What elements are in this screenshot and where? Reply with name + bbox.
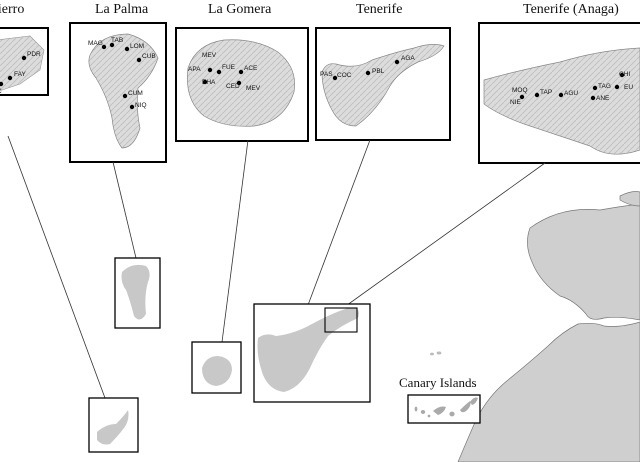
panel-title-lapalma: La Palma [95, 2, 149, 17]
site-dot [207, 67, 213, 73]
inset-lapalma [114, 257, 161, 329]
site-dot [238, 69, 244, 75]
site-label: ACE [244, 65, 258, 72]
inset-elhierro [88, 397, 139, 453]
site-label: AGU [564, 90, 578, 97]
panel-lagomera: MEV APA FUE ACE EHA CED MEV [175, 27, 309, 142]
site-label: PAS [320, 71, 333, 78]
overview-canary: Canary Islands [399, 375, 481, 424]
site-label: AGA [401, 55, 415, 62]
site-dot [394, 59, 400, 65]
site-label: FAY [14, 71, 26, 78]
site-label: LOM [130, 43, 144, 50]
site-label: EHA [202, 79, 216, 86]
inset-tenerife [253, 303, 371, 403]
site-label: COC [337, 72, 352, 79]
panel-title-elhierro: lierro [0, 2, 24, 17]
site-label: PBL [372, 68, 385, 75]
overview-label: Canary Islands [399, 375, 477, 390]
panel-title-tenerife: Tenerife [356, 2, 402, 17]
site-dot [216, 69, 222, 75]
tenerife-island-relief [321, 44, 445, 127]
panel-title-anaga: Tenerife (Anaga) [523, 2, 619, 17]
site-label: MEV [246, 85, 261, 92]
site-dot [619, 72, 625, 78]
mainland-landmass [457, 191, 640, 462]
site-dot [590, 95, 596, 101]
site-dot [534, 92, 540, 98]
panel-anaga: MOQ NIE TAP AGU TAG ANE CHI EU [478, 22, 640, 164]
site-label: CED [226, 83, 240, 90]
site-dot [558, 92, 564, 98]
site-label: FUE [222, 64, 236, 71]
site-dot [124, 46, 130, 52]
panel-tenerife: AGA PAS COC PBL [315, 27, 451, 141]
panel-lapalma: MAG TAB LOM CUB CUM NIQ [69, 22, 167, 163]
site-dot [365, 70, 371, 76]
site-dot [21, 55, 27, 61]
anaga-relief [483, 47, 640, 155]
site-label: NIE [510, 99, 522, 106]
lapalma-island-relief [88, 33, 159, 149]
site-dot [0, 81, 4, 87]
site-dot [202, 79, 208, 85]
site-label: ANE [596, 95, 610, 102]
site-dot [614, 84, 620, 90]
site-label: NIQ [135, 102, 147, 109]
site-dot [592, 85, 598, 91]
site-dot [236, 80, 242, 86]
site-label: MOQ [512, 87, 528, 94]
site-dot [101, 44, 107, 50]
site-dot [129, 104, 135, 110]
connector-lines [7, 135, 546, 399]
site-dot [519, 94, 525, 100]
site-label: EU [624, 84, 633, 91]
site-label: TAG [598, 83, 611, 90]
site-label: APA [188, 66, 201, 73]
site-label: MEV [202, 52, 217, 59]
panel-elhierro: PDR FAY C [0, 27, 49, 96]
site-label: C [0, 88, 2, 95]
panel-title-lagomera: La Gomera [208, 2, 272, 17]
site-label: CUB [142, 53, 156, 60]
small-islands [430, 351, 442, 356]
site-label: TAB [111, 37, 123, 44]
site-label: MAG [88, 40, 103, 47]
site-dot [332, 75, 338, 81]
site-label: TAP [540, 89, 552, 96]
site-label: CHI [619, 71, 630, 78]
site-label: CUM [128, 90, 143, 97]
site-label: PDR [27, 51, 41, 58]
site-dot [109, 42, 115, 48]
site-dot [136, 57, 142, 63]
site-dot [122, 93, 128, 99]
site-dot [7, 75, 13, 81]
inset-lagomera [191, 341, 242, 394]
